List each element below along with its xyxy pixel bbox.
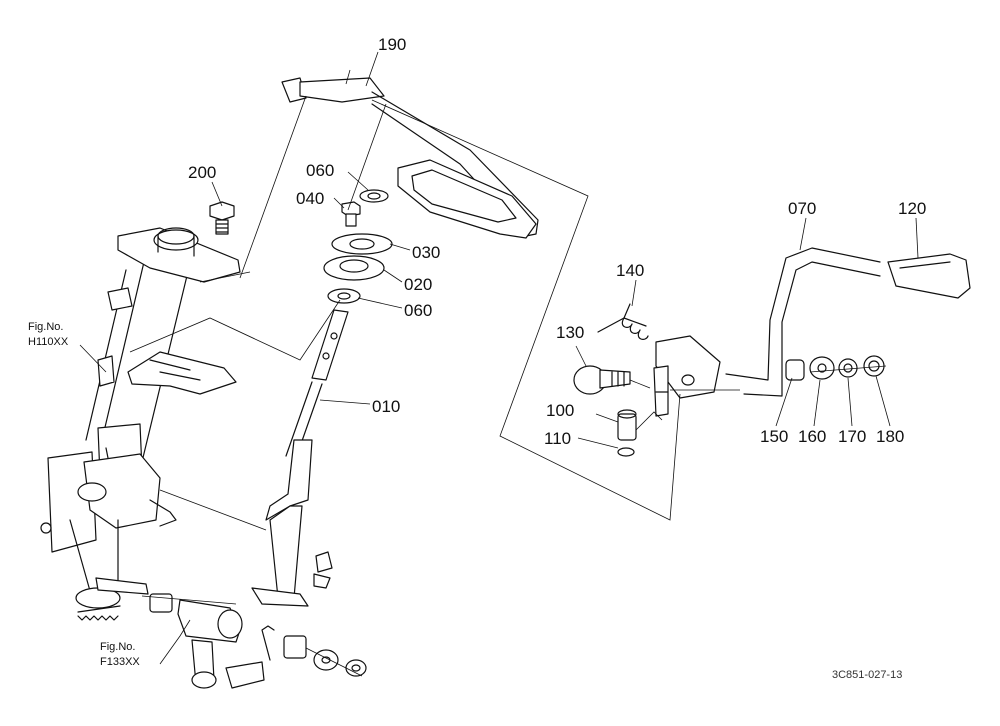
label-190: 190 bbox=[378, 35, 406, 54]
pedal-190 bbox=[281, 77, 539, 239]
assembly-lines bbox=[79, 69, 887, 677]
part-labels: 190 200 060 040 030 020 060 010 070 120 … bbox=[188, 35, 926, 448]
label-160: 160 bbox=[798, 427, 826, 446]
shaft-010 bbox=[251, 309, 349, 607]
label-120: 120 bbox=[898, 199, 926, 218]
label-150: 150 bbox=[760, 427, 788, 446]
collar-100-110 bbox=[617, 409, 637, 457]
fig-ref-f133-line2: F133XX bbox=[100, 656, 140, 668]
lever-bracket bbox=[653, 335, 721, 417]
label-020: 020 bbox=[404, 275, 432, 294]
label-060-bottom: 060 bbox=[404, 301, 432, 320]
column-frame bbox=[40, 227, 241, 621]
label-200: 200 bbox=[188, 163, 216, 182]
stack-washers bbox=[323, 189, 393, 304]
grip-120 bbox=[887, 253, 971, 299]
label-130: 130 bbox=[556, 323, 584, 342]
bolt-200 bbox=[209, 201, 235, 235]
label-180: 180 bbox=[876, 427, 904, 446]
fig-ref-h110-line1: Fig.No. bbox=[28, 321, 63, 333]
washer-stack-150-180 bbox=[785, 355, 885, 381]
label-170: 170 bbox=[838, 427, 866, 446]
label-110: 110 bbox=[544, 429, 571, 448]
label-070: 070 bbox=[788, 199, 816, 218]
label-140: 140 bbox=[616, 261, 644, 280]
label-010: 010 bbox=[372, 397, 400, 416]
label-040: 040 bbox=[296, 189, 324, 208]
spring-140 bbox=[597, 303, 649, 340]
label-030: 030 bbox=[412, 243, 440, 262]
fig-ref-f133-line1: Fig.No. bbox=[100, 641, 135, 653]
lower-linkage bbox=[95, 577, 367, 689]
label-100: 100 bbox=[546, 401, 574, 420]
drawing-code: 3C851-027-13 bbox=[832, 669, 902, 681]
callout-leaders bbox=[211, 51, 919, 449]
knob-130 bbox=[573, 365, 631, 395]
hand-lever-070 bbox=[725, 247, 881, 397]
label-060-top: 060 bbox=[306, 161, 334, 180]
figure-references: Fig.No. H110XX Fig.No. F133XX bbox=[28, 321, 140, 668]
fig-ref-h110-line2: H110XX bbox=[28, 336, 69, 348]
